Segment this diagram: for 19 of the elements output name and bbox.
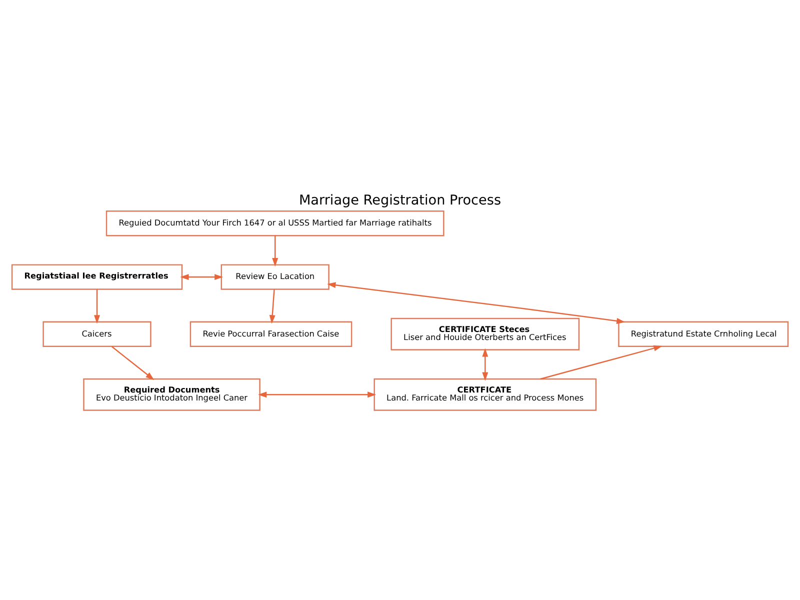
- node-box: Review Eo Lacation: [220, 264, 330, 290]
- arrow: [327, 282, 626, 324]
- node-box: Registratund Estate Crnholing Lecal: [618, 320, 789, 346]
- arrow: [180, 274, 224, 280]
- node-box: Reguied Documtatd Your Firch 1647 or al USSS Martied far Marriage ratihalts: [106, 210, 444, 236]
- arrow: [111, 346, 154, 380]
- diagram-title: Marriage Registration Process: [298, 192, 502, 208]
- arrow: [258, 391, 376, 398]
- node-box: CERTIFICATE Steces Liser and Houide Oterberts an CertFices: [390, 317, 580, 350]
- arrow: [269, 289, 276, 324]
- arrow: [482, 348, 488, 380]
- node-box: Regiatstiaal Iee Registrerratles: [11, 264, 183, 290]
- node-box: Required Documents Evo Deusticio Intodaton Ingeel Caner: [83, 378, 260, 410]
- arrow: [540, 344, 662, 380]
- arrow: [94, 289, 100, 324]
- node-box: CERTFICATE Land. Farricate Mall os rcicer and Process Mones: [374, 378, 597, 410]
- arrow: [272, 235, 278, 266]
- node-box: Revie Poccurral Farasection Caise: [190, 320, 352, 346]
- node-box: Caicers: [42, 320, 152, 346]
